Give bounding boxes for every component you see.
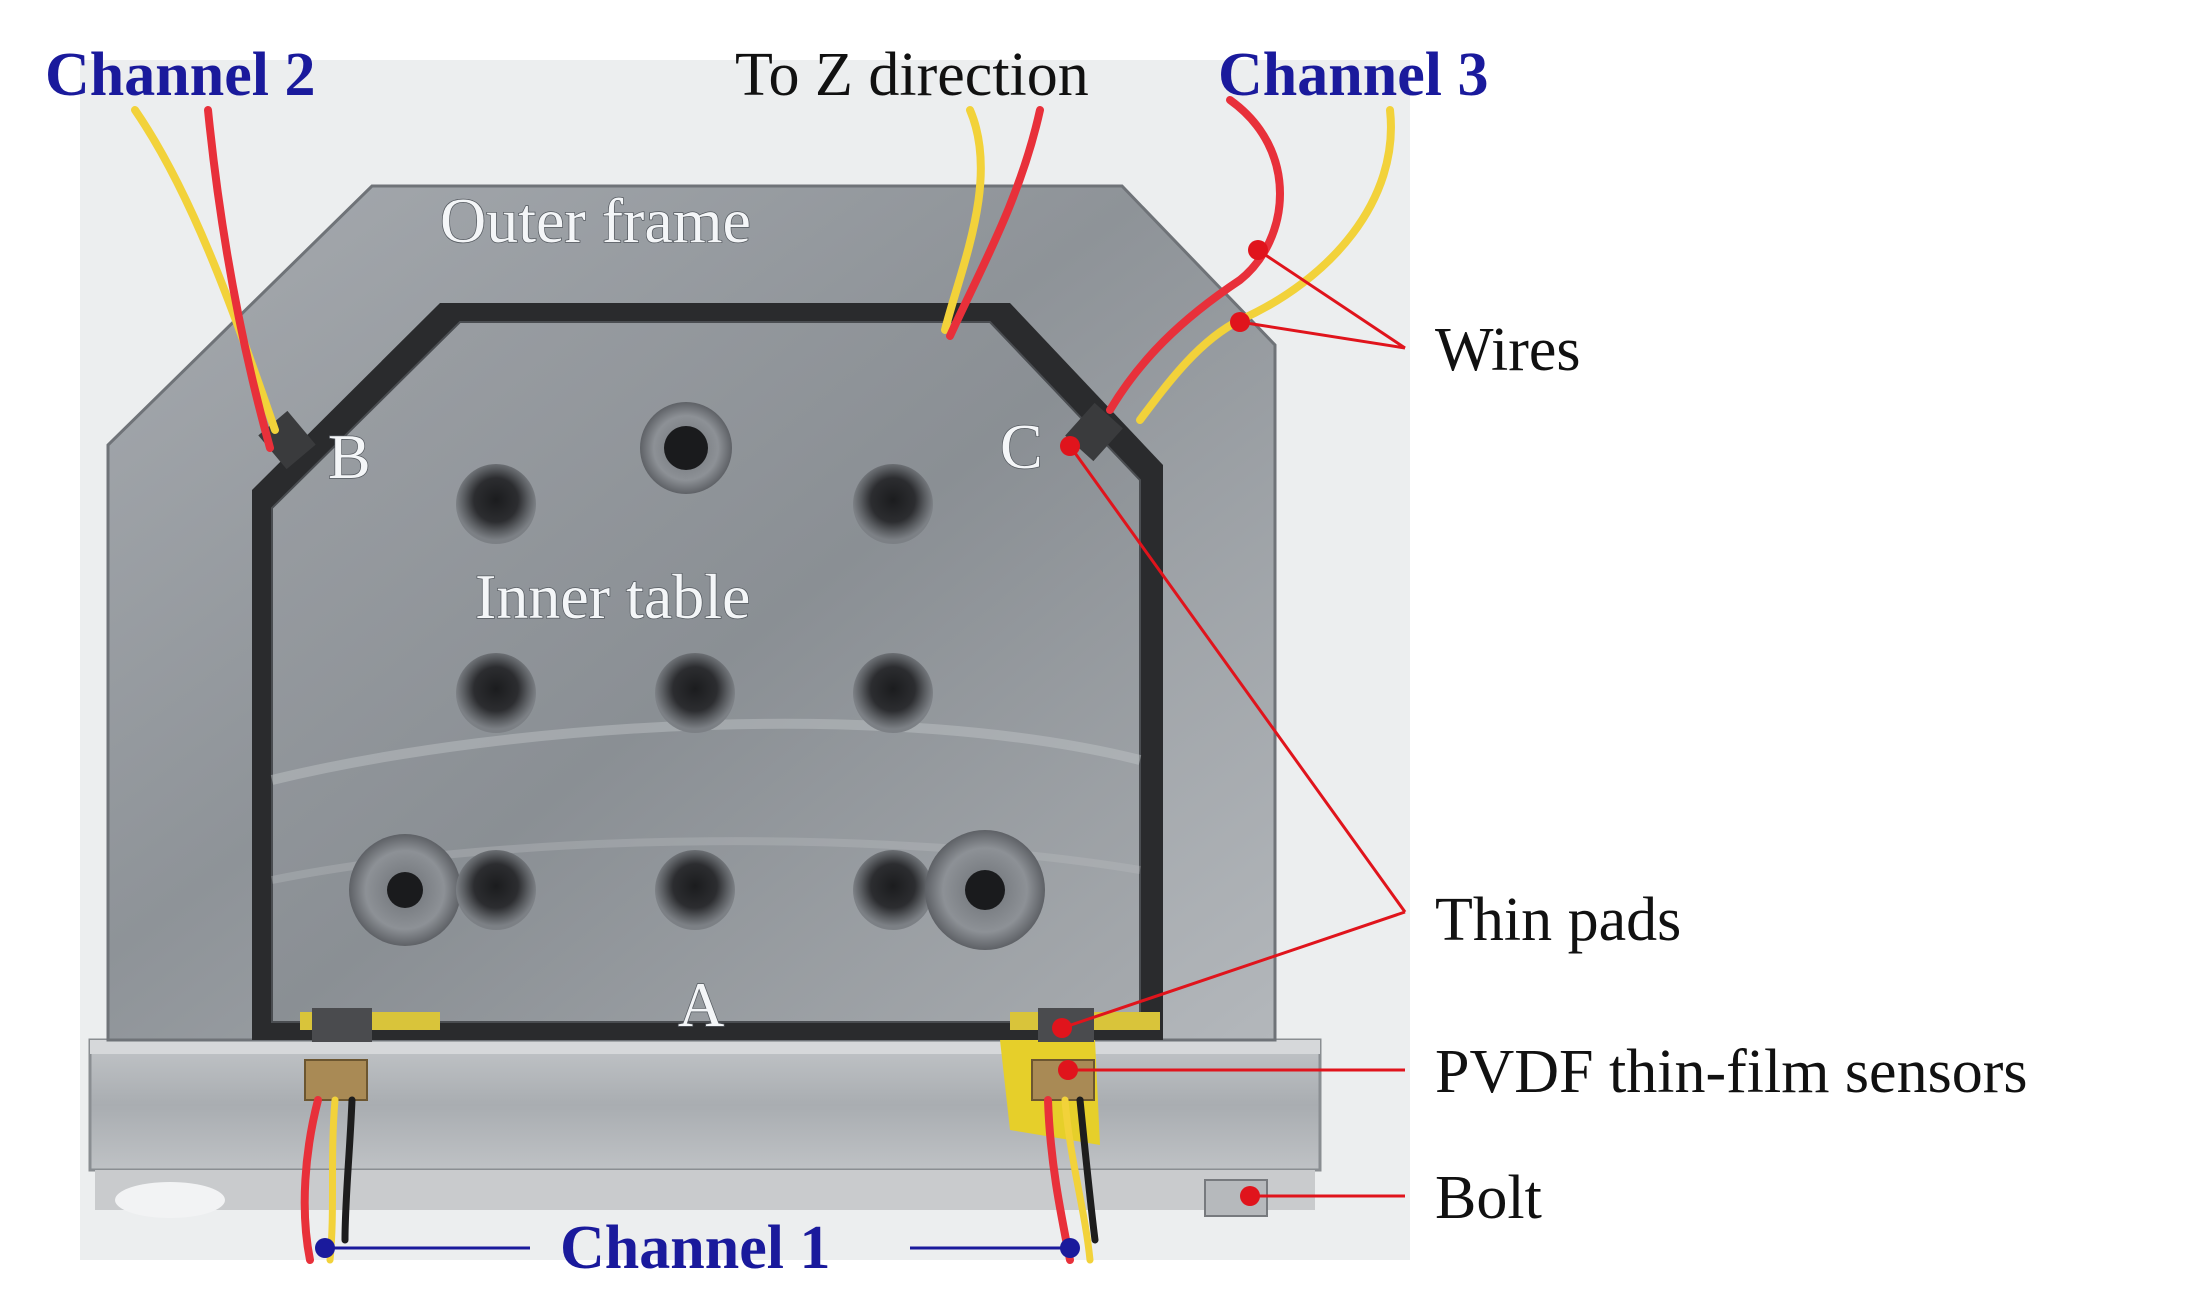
red-callouts: [1061, 248, 1407, 1198]
callout-dot: [1058, 1060, 1078, 1080]
callout-thin-pads-2: [1061, 910, 1406, 1030]
label-channel2: Channel 2: [45, 41, 315, 109]
base-plate-shadow: [95, 1170, 1315, 1210]
label-bolt: Bolt: [1435, 1164, 1542, 1232]
hole: [456, 653, 536, 733]
label-pvdf-sensors: PVDF thin-film sensors: [1435, 1038, 2027, 1106]
label-to-z-direction: To Z direction: [735, 41, 1089, 109]
callout-wires-1: [1257, 248, 1406, 350]
label-point-a: A: [678, 969, 724, 1040]
sensor-terminal-left: [304, 1059, 368, 1101]
hole: [664, 426, 708, 470]
label-thin-pads: Thin pads: [1435, 886, 1681, 954]
sensor-pad-a-left: [312, 1008, 372, 1042]
callout-dot: [1248, 240, 1268, 260]
label-inner-table: Inner table: [475, 561, 750, 632]
callout-wires-2: [1239, 320, 1406, 350]
wire-red: [300, 1096, 322, 1264]
hole: [853, 850, 933, 930]
hole: [387, 872, 423, 908]
wire-yellow: [131, 106, 279, 434]
callout-dot-blue: [1060, 1238, 1080, 1258]
callout-dot: [1230, 312, 1250, 332]
wire-yellow: [1136, 106, 1395, 424]
wire-black: [341, 1096, 356, 1244]
wire-yellow: [326, 1096, 339, 1264]
wire-red: [204, 106, 274, 452]
callout-thin-pads-1: [1068, 445, 1407, 913]
callout-dot: [1052, 1018, 1072, 1038]
label-wires: Wires: [1435, 316, 1581, 384]
wire-yellow: [941, 106, 985, 334]
hole: [456, 464, 536, 544]
label-point-b: B: [328, 421, 371, 492]
label-point-c: C: [1000, 411, 1043, 482]
base-foot-left: [115, 1182, 225, 1218]
red-callout-dots: [1052, 240, 1268, 1206]
hole: [965, 870, 1005, 910]
base-plate: [88, 1038, 1322, 1172]
mounting-holes: [349, 402, 1045, 950]
hole: [655, 850, 735, 930]
hole: [655, 653, 735, 733]
label-channel1: Channel 1: [560, 1214, 830, 1282]
hole: [456, 850, 536, 930]
hole: [853, 464, 933, 544]
callout-dot: [1240, 1186, 1260, 1206]
callout-dot: [1060, 436, 1080, 456]
wire-red: [946, 106, 1044, 340]
callout-dot-blue: [315, 1238, 335, 1258]
wires-group: [131, 96, 1395, 1264]
label-channel3: Channel 3: [1218, 41, 1488, 109]
label-outer-frame: Outer frame: [440, 185, 751, 256]
wire-red: [1106, 96, 1284, 414]
hole: [853, 653, 933, 733]
base-plate-top-edge: [90, 1040, 1320, 1054]
wire-black: [1076, 1096, 1099, 1244]
wire-yellow: [1061, 1096, 1094, 1264]
